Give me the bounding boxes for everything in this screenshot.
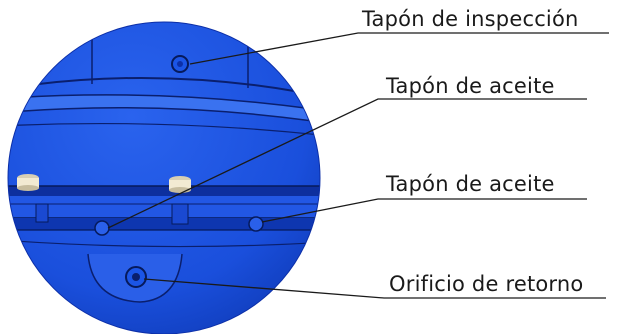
bolt-left <box>17 174 39 191</box>
magnifier-outline <box>7 21 321 334</box>
leader-oil-lower <box>261 198 587 223</box>
dome-edge <box>29 76 301 93</box>
magnified-view <box>8 22 320 334</box>
leader-oil-upper <box>107 98 587 229</box>
label-return-hole: Orificio de retorno <box>389 272 584 296</box>
leader-inspection <box>189 32 609 65</box>
flange-body <box>8 196 320 218</box>
flange-top <box>8 186 320 196</box>
label-inspection-plug: Tapón de inspección <box>362 7 579 31</box>
leader-lines <box>107 32 609 299</box>
label-oil-plug-upper: Tapón de aceite <box>386 74 555 98</box>
label-oil-plug-lower: Tapón de aceite <box>386 172 555 196</box>
oil-plug-upper-icon <box>94 220 110 236</box>
oil-plug-lower-icon <box>248 216 264 232</box>
leader-return <box>143 278 606 299</box>
